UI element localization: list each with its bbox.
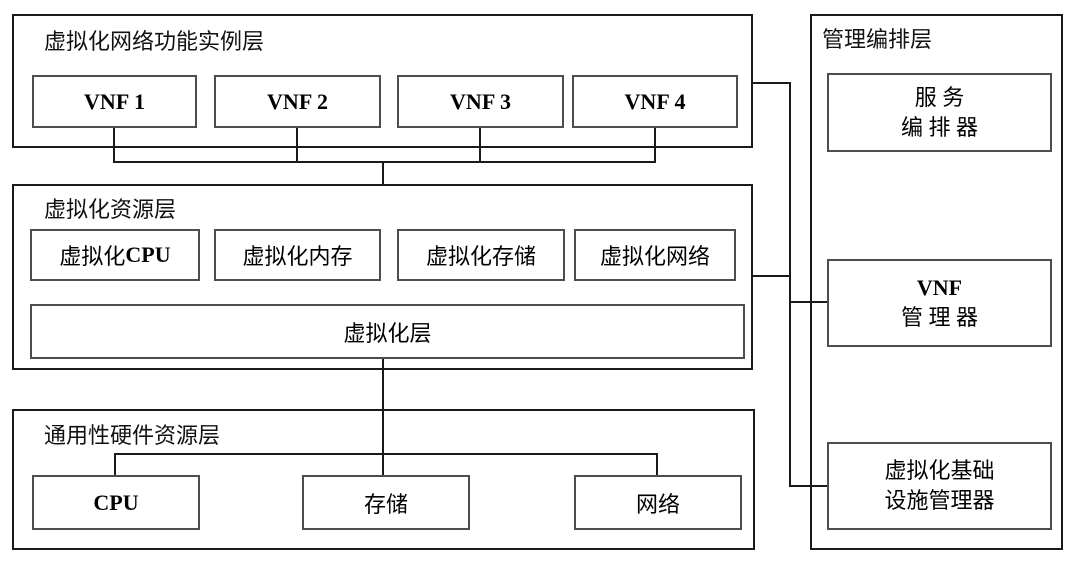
service-orchestrator-line1: 服 务 bbox=[914, 84, 965, 110]
connector-virtualization-to-hardware bbox=[382, 358, 384, 476]
vim-line2: 设施管理器 bbox=[884, 488, 995, 513]
connector-trunk-to-vnf-manager bbox=[789, 301, 829, 303]
virtual-memory-label-zh: 虚拟化内存 bbox=[242, 244, 353, 269]
connector-resource-layer-to-trunk bbox=[753, 275, 791, 277]
connector-vnf1-stub bbox=[113, 128, 115, 163]
vnf-instance-layer-title: 虚拟化网络功能实例层 bbox=[44, 29, 265, 54]
connector-trunk-to-vim bbox=[789, 485, 829, 487]
cpu-label-en: CPU bbox=[93, 489, 139, 515]
node-cpu: CPU bbox=[32, 475, 200, 530]
node-vnf-2: VNF 2 bbox=[214, 75, 381, 128]
hardware-layer-title: 通用性硬件资源层 bbox=[44, 423, 221, 448]
node-virtual-memory: 虚拟化内存 bbox=[214, 229, 381, 281]
connector-vnf2-stub bbox=[296, 128, 298, 163]
node-vnf-4: VNF 4 bbox=[572, 75, 738, 128]
connector-hardware-bus-drop-network bbox=[656, 453, 658, 476]
network-label-zh: 网络 bbox=[635, 491, 680, 517]
node-virtual-network: 虚拟化网络 bbox=[574, 229, 736, 281]
connector-hardware-bus bbox=[114, 453, 658, 455]
connector-vnf3-stub bbox=[479, 128, 481, 163]
connector-vnf-bus bbox=[113, 161, 656, 163]
node-vim: 虚拟化基础 设施管理器 bbox=[827, 442, 1052, 530]
service-orchestrator-line2: 编 排 器 bbox=[900, 114, 978, 140]
mano-layer-title: 管理编排层 bbox=[822, 27, 933, 52]
storage-label-zh: 存储 bbox=[363, 491, 408, 517]
node-vnf-manager: VNF 管 理 器 bbox=[827, 259, 1052, 347]
node-network: 网络 bbox=[574, 475, 742, 530]
node-virtualization-layer: 虚拟化层 bbox=[30, 304, 745, 359]
layer-virtual-resource bbox=[12, 184, 753, 370]
virtual-network-label-zh: 虚拟化网络 bbox=[599, 244, 710, 269]
node-vnf-1: VNF 1 bbox=[32, 75, 197, 128]
panel-mano bbox=[810, 14, 1063, 550]
connector-vnf4-stub bbox=[654, 128, 656, 163]
virtual-storage-label-zh: 虚拟化存储 bbox=[425, 244, 536, 269]
layer-hardware bbox=[12, 409, 755, 550]
connector-bus-to-resource-layer bbox=[382, 161, 384, 185]
vim-line1: 虚拟化基础 bbox=[884, 458, 995, 483]
virtual-cpu-label-en: CPU bbox=[125, 242, 171, 267]
node-vnf-3: VNF 3 bbox=[397, 75, 564, 128]
connector-instance-layer-to-trunk bbox=[753, 82, 791, 84]
node-service-orchestrator: 服 务 编 排 器 bbox=[827, 73, 1052, 152]
virtual-cpu-label-zh: 虚拟化 bbox=[59, 244, 126, 269]
virtual-resource-layer-title: 虚拟化资源层 bbox=[44, 197, 177, 222]
connector-hardware-bus-drop-cpu bbox=[114, 453, 116, 476]
node-storage: 存储 bbox=[302, 475, 470, 530]
vnf-manager-line1: VNF bbox=[916, 275, 963, 300]
vnf-manager-line2: 管 理 器 bbox=[900, 305, 978, 330]
connector-mano-trunk bbox=[789, 82, 791, 487]
layer-vnf-instance bbox=[12, 14, 753, 148]
node-virtual-storage: 虚拟化存储 bbox=[397, 229, 565, 281]
